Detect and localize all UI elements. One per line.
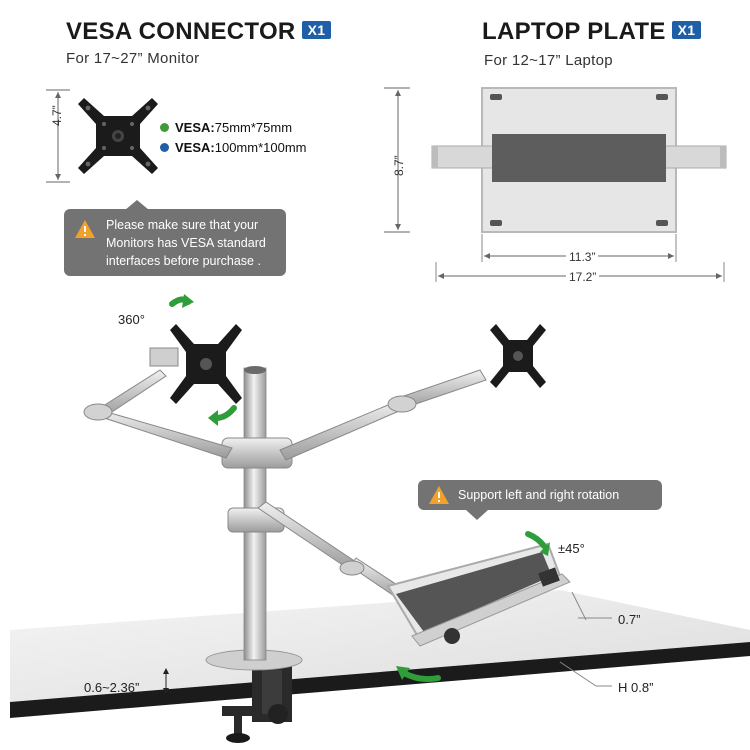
vesa-height-dimension: 4.7” <box>50 105 64 126</box>
laptop-outer-width-dimension: 17.2” <box>566 270 600 284</box>
laptop-tray <box>386 542 571 647</box>
vesa-connector-title: VESA CONNECTOR X1 <box>66 18 332 46</box>
vesa-notice-callout: Please make sure that your Monitors has … <box>64 209 286 276</box>
laptop-plate-title: LAPTOP PLATE X1 <box>482 18 702 46</box>
swivel-return-arrow-icon <box>213 405 237 421</box>
tray-lip-dimension: 0.7” <box>618 612 641 627</box>
tilt-angle-label: ±45° <box>558 541 585 556</box>
vesa-100-dot-icon <box>160 143 169 152</box>
laptop-subtitle: For 12~17” Laptop <box>484 52 613 69</box>
vesa-qty-badge: X1 <box>301 21 332 39</box>
rotation-callout-pointer <box>466 510 488 520</box>
notice-line-3: interfaces before purchase . <box>106 254 261 268</box>
laptop-qty-badge: X1 <box>671 21 702 39</box>
tilt-arrow-icon <box>525 531 547 549</box>
warning-icon <box>75 220 95 238</box>
right-vesa-plate-icon <box>490 324 546 388</box>
vesa-spec-100: VESA:100mm*100mm <box>160 140 307 155</box>
swivel-angle-label: 360° <box>118 312 145 327</box>
tray-height-dimension: H 0.8” <box>618 680 654 695</box>
left-vesa-plate-icon <box>170 324 242 404</box>
vesa-plate-diagram <box>46 89 158 183</box>
notice-pointer <box>125 200 149 210</box>
warning-icon <box>429 486 449 504</box>
monitor-mount-illustration <box>10 294 750 743</box>
vesa-subtitle: For 17~27” Monitor <box>66 50 200 67</box>
laptop-height-dimension: 8.7” <box>392 155 406 176</box>
vesa-75-dot-icon <box>160 123 169 132</box>
rotation-callout-text: Support left and right rotation <box>458 488 620 502</box>
laptop-plate-diagram <box>384 87 727 282</box>
rotation-callout: Support left and right rotation <box>418 480 662 510</box>
vesa-spec-75: VESA:75mm*75mm <box>160 120 292 135</box>
clamp-range-dimension: 0.6~2.36” <box>84 680 140 695</box>
vesa-title-text: VESA CONNECTOR <box>66 18 296 45</box>
laptop-title-text: LAPTOP PLATE <box>482 18 666 45</box>
laptop-inner-width-dimension: 11.3” <box>566 250 599 264</box>
notice-line-2: Monitors has VESA standard <box>106 236 266 250</box>
notice-line-1: Please make sure that your <box>106 218 259 232</box>
desk-clamp <box>222 662 292 743</box>
